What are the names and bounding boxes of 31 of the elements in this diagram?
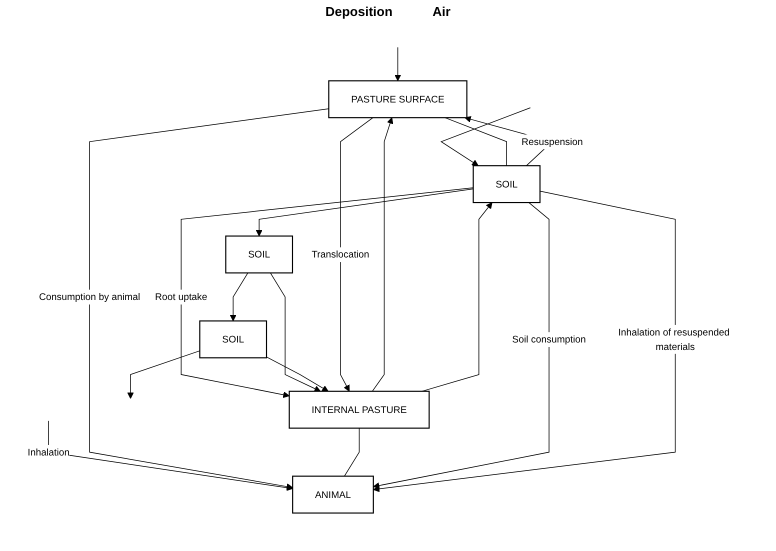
arrow <box>89 108 330 490</box>
edge-label: Inhalation of resuspended materials <box>618 326 730 352</box>
note-label: Air <box>432 4 451 19</box>
node-box: SOIL <box>225 236 294 274</box>
edge-label: Soil consumption <box>512 334 586 345</box>
arrow <box>270 272 321 392</box>
arrow <box>394 46 402 82</box>
arrow <box>440 107 531 166</box>
connector <box>444 117 507 166</box>
note-label: Deposition <box>325 4 393 19</box>
arrow <box>372 117 394 392</box>
edge-label: Consumption by animal <box>39 291 140 302</box>
node-box: ANIMAL <box>292 476 374 514</box>
node-box: INTERNAL PASTURE <box>288 390 430 429</box>
arrow <box>266 356 328 392</box>
node-box: SOIL <box>472 165 541 204</box>
edge-label: Resuspension <box>522 136 583 148</box>
edge-label: Root uptake <box>155 291 208 302</box>
arrow <box>256 188 474 236</box>
arrow <box>373 202 550 489</box>
edge-label: Inhalation <box>28 446 70 458</box>
arrow <box>127 350 200 399</box>
arrow <box>230 272 248 322</box>
node-box: PASTURE SURFACE <box>328 80 468 118</box>
connector <box>344 428 360 477</box>
arrow <box>340 117 374 392</box>
arrow <box>180 187 474 398</box>
arrow <box>373 190 676 492</box>
arrow <box>48 420 293 491</box>
edge-label: Translocation <box>312 248 370 260</box>
node-box: SOIL <box>199 320 268 358</box>
